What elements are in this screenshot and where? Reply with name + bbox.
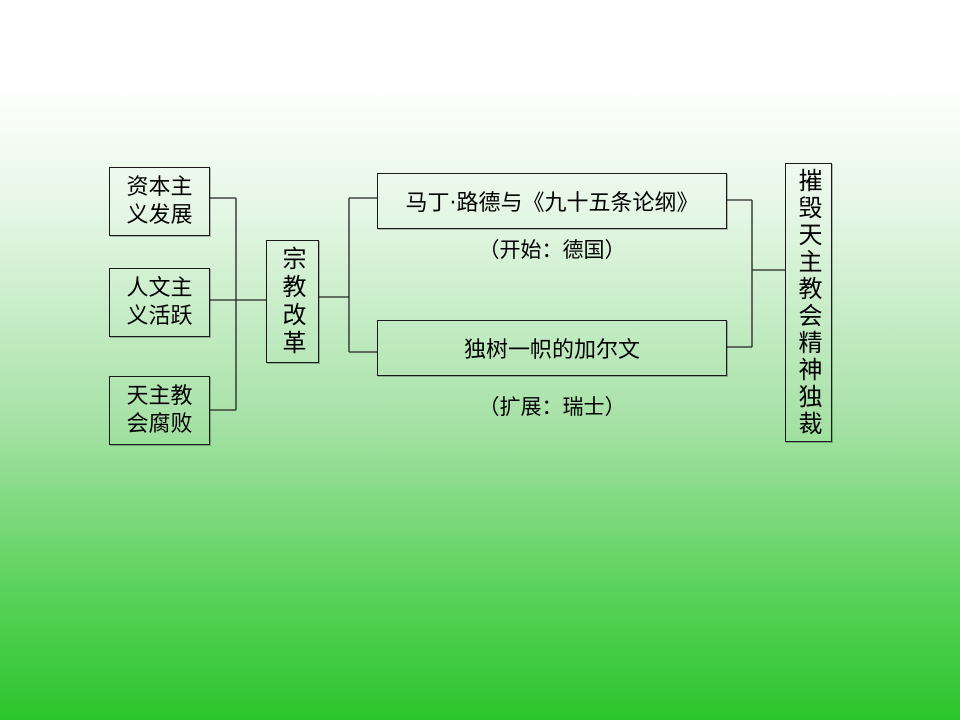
cause-box-line: 天主教 bbox=[126, 383, 193, 409]
branch-box-label: 独树一帜的加尔文 bbox=[463, 338, 640, 363]
cause-box-church-corruption: 天主教 会腐败 bbox=[109, 376, 210, 445]
branch-box-calvin: 独树一帜的加尔文 bbox=[377, 320, 727, 376]
cause-box-line: 义活跃 bbox=[126, 303, 193, 329]
result-box: 摧毁天主教会精神独裁 bbox=[785, 163, 832, 442]
cause-box-line: 义发展 bbox=[126, 202, 193, 228]
cause-box-line: 资本主 bbox=[126, 174, 193, 200]
branch-box-luther: 马丁·路德与《九十五条论纲》 bbox=[377, 173, 727, 229]
branch-note-expansion: （扩展：瑞士） bbox=[478, 395, 626, 419]
cause-box-line: 会腐败 bbox=[126, 411, 193, 437]
branch-box-label: 马丁·路德与《九十五条论纲》 bbox=[405, 191, 699, 216]
branch-note-start: （开始：德国） bbox=[478, 238, 626, 262]
center-box-reformation: 宗教改革 bbox=[266, 240, 319, 363]
cause-box-capitalism: 资本主 义发展 bbox=[109, 167, 210, 236]
result-box-label: 摧毁天主教会精神独裁 bbox=[794, 167, 822, 438]
center-box-label: 宗教改革 bbox=[278, 245, 306, 358]
cause-box-line: 人文主 bbox=[126, 275, 193, 301]
cause-box-humanism: 人文主 义活跃 bbox=[109, 268, 210, 337]
